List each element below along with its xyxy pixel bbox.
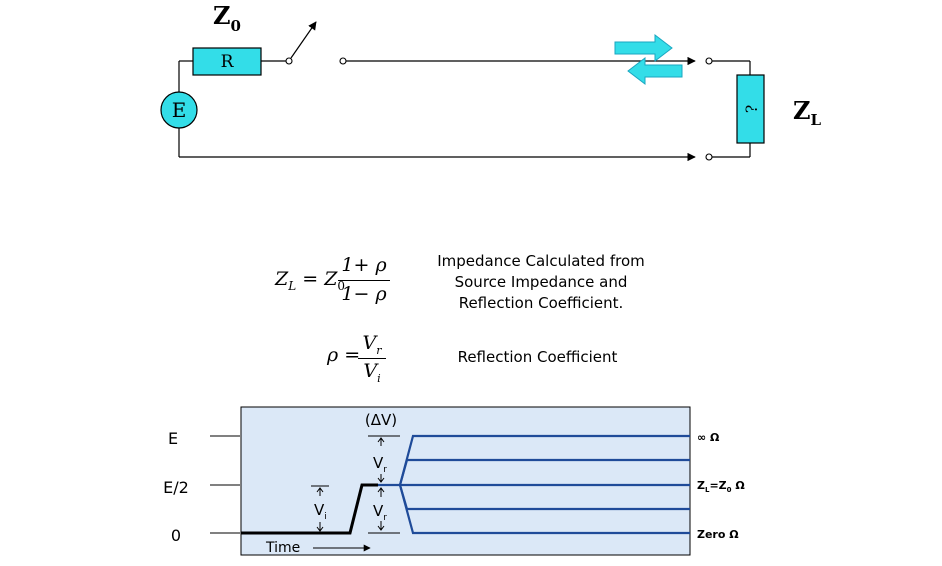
resistor-symbol bbox=[192, 47, 262, 76]
impedance-numerator: 1+ ρ bbox=[341, 254, 387, 276]
time-axis-label: Time bbox=[265, 540, 300, 556]
open-switch-arm bbox=[290, 21, 317, 59]
circuit-schematic: Z0 E R ? ZL bbox=[160, 1, 822, 162]
reflected-wave-arrow-icon bbox=[627, 56, 683, 86]
source-impedance-label: Z0 bbox=[213, 1, 241, 35]
tdr-waveform: E E/2 0 Vi bbox=[163, 406, 745, 556]
waveform-panel bbox=[240, 406, 691, 556]
unknown-load-symbol bbox=[736, 74, 765, 144]
source-label: E bbox=[172, 98, 187, 122]
vr-dimension-upper bbox=[368, 435, 400, 483]
trace-short bbox=[398, 484, 690, 535]
reflection-numerator: Vr bbox=[362, 332, 382, 357]
reflection-description: Reflection Coefficient bbox=[457, 348, 618, 366]
impedance-description: Impedance Calculated from Source Impedan… bbox=[437, 252, 645, 312]
vr-label-lower: Vr bbox=[373, 502, 387, 523]
line-start-terminal bbox=[339, 57, 347, 65]
load-impedance-label: ZL bbox=[793, 96, 822, 129]
level-label-e: E bbox=[168, 429, 178, 448]
trace-label-matched: ZL=Z0 Ω bbox=[697, 479, 745, 494]
trace-high bbox=[398, 458, 690, 486]
vr-label-upper: Vr bbox=[373, 454, 387, 475]
incident-wave-arrow-icon bbox=[614, 33, 673, 63]
incident-step-trace bbox=[241, 483, 378, 535]
impedance-denominator: 1− ρ bbox=[341, 283, 387, 305]
trace-label-short: Zero Ω bbox=[697, 528, 739, 541]
reflection-equation-lhs: ρ = bbox=[327, 344, 361, 366]
voltage-source-symbol bbox=[160, 91, 198, 129]
reflection-fraction: Vr Vi bbox=[358, 332, 386, 385]
resistor-label: R bbox=[221, 52, 235, 72]
delta-v-label: (ΔV) bbox=[365, 411, 397, 429]
impedance-equation-lhs: ZL = Z0 bbox=[275, 268, 346, 293]
trace-label-open: ∞ Ω bbox=[697, 431, 720, 444]
vr-dimension-lower bbox=[368, 487, 400, 534]
load-terminal-top bbox=[705, 57, 713, 65]
load-terminal-bottom bbox=[705, 153, 713, 161]
impedance-fraction: 1+ ρ 1− ρ bbox=[338, 254, 390, 306]
reflection-denominator: Vi bbox=[363, 360, 381, 385]
vi-label: Vi bbox=[314, 501, 327, 522]
vi-dimension bbox=[311, 485, 329, 534]
load-label: ? bbox=[742, 105, 761, 114]
reflected-traces bbox=[378, 434, 690, 535]
switch-terminal bbox=[285, 57, 293, 65]
level-label-half-e: E/2 bbox=[163, 478, 189, 497]
level-label-zero: 0 bbox=[171, 526, 181, 545]
